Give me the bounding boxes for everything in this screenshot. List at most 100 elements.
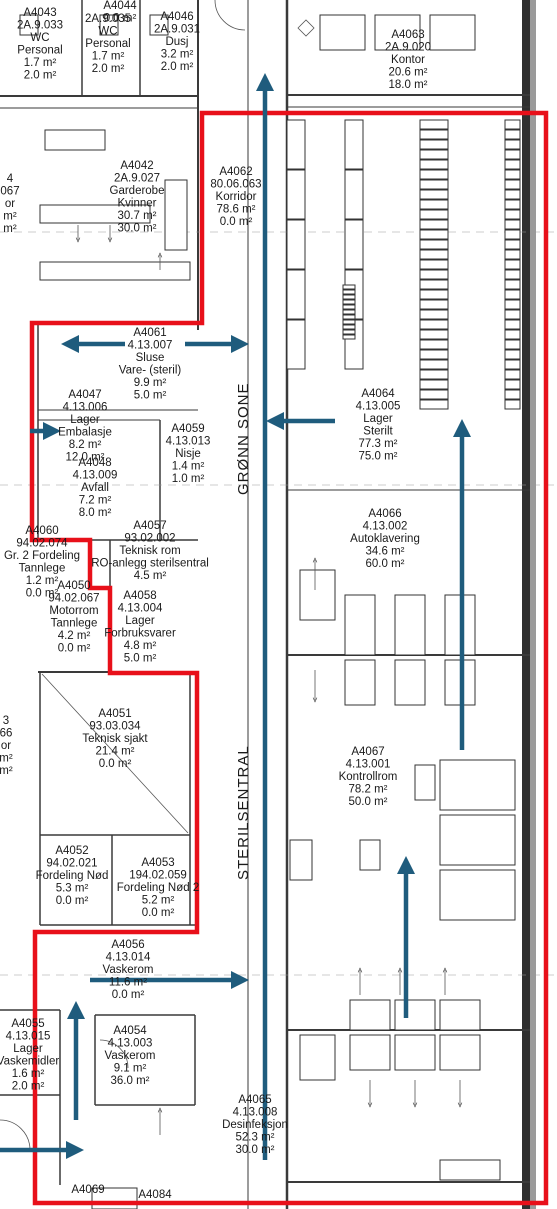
zone-label-sterile: STERILSENTRAL: [235, 745, 252, 880]
shelf-unit: [342, 334, 356, 340]
room-label-line: 1.7 m²: [24, 57, 57, 69]
room-label-line: Embalasje: [58, 427, 112, 439]
shelf-unit: [286, 269, 306, 320]
shelf-unit: [504, 219, 521, 230]
shelf-unit: [419, 199, 449, 210]
room-label-line: 36.0 m²: [111, 1075, 150, 1087]
room-label-line: 4.13.014: [106, 952, 151, 964]
room-label-line: A4055: [11, 1018, 44, 1030]
room-label-line: Teknisk rom: [119, 545, 180, 557]
room-label-line: A4058: [123, 590, 156, 602]
room-label-line: 4: [7, 173, 14, 185]
room-label-line: 93.03.034: [89, 721, 141, 733]
room-label-line: 30.0 m²: [236, 1144, 275, 1156]
room-label-line: Lager: [125, 615, 155, 627]
room-label-line: 3: [3, 715, 9, 727]
room-label-line: A4043: [23, 7, 56, 19]
shelf-unit: [504, 149, 521, 160]
room-label-line: m²: [3, 223, 17, 235]
shelf-unit: [344, 119, 364, 170]
shelf-unit: [504, 379, 521, 390]
shelf-unit: [342, 314, 356, 320]
room-label-line: or: [1, 740, 11, 752]
room-label-line: Kvinner: [118, 198, 157, 210]
room-label-line: A4046: [160, 11, 193, 23]
room-label-line: Lager: [70, 414, 100, 426]
shelf-unit: [419, 189, 449, 200]
shelf-unit: [419, 139, 449, 150]
shelf-unit: [504, 249, 521, 260]
shelf-unit: [504, 319, 521, 330]
room-label-line: A4062: [219, 166, 252, 178]
boundary-sterile-zone: [29, 110, 549, 1206]
room-label-line: 4.13.004: [118, 603, 163, 615]
room-label-line: A4044: [103, 0, 137, 12]
room-label-line: A4052: [55, 845, 88, 857]
shelf-unit: [419, 349, 449, 360]
room-label-line: 2A.9.033: [17, 20, 63, 32]
room-label-line: 80.06.063: [210, 179, 261, 191]
shelf-unit: [504, 189, 521, 200]
room-label-line: A4048: [78, 457, 111, 469]
room-label-line: 21.4 m²: [96, 746, 135, 758]
shelf-unit: [419, 229, 449, 240]
room-label-line: 12.0 m²: [66, 452, 105, 464]
shelf-unit: [504, 169, 521, 180]
shelf-unit: [286, 219, 306, 270]
shelf-unit: [342, 324, 356, 330]
shelf-unit: [504, 369, 521, 380]
shelf-unit: [504, 129, 521, 140]
shelf-unit: [419, 259, 449, 270]
room-label-line: A4053: [141, 857, 174, 869]
shelf-unit: [419, 329, 449, 340]
shelf-unit: [504, 339, 521, 350]
shelf-unit: [419, 149, 449, 160]
room-label-line: Korridor: [216, 191, 257, 203]
shelf-unit: [419, 119, 449, 130]
room-label-line: Vaskerom: [103, 964, 154, 976]
shelf-unit: [419, 219, 449, 230]
shelf-unit: [419, 269, 449, 280]
room-label-line: Teknisk sjakt: [82, 733, 148, 745]
room-label-line: 75.0 m²: [359, 451, 398, 463]
room-label-line: 94.02.021: [46, 858, 97, 870]
shelf-unit: [342, 319, 356, 325]
room-label-line: 0.0 m²: [58, 643, 91, 655]
shelf-unit: [504, 329, 521, 340]
room-label-line: 2A.9.031: [154, 24, 200, 36]
shelf-unit: [504, 119, 521, 130]
room-label-line: 0.0 m²: [112, 989, 145, 1001]
shelf-unit: [342, 299, 356, 305]
room-label-line: 93.02.002: [124, 533, 175, 545]
zone-label-green: GRØNN SONE: [235, 382, 252, 495]
room-label-line: Kontrollrom: [339, 771, 398, 783]
room-label-a4069: A4069: [71, 1184, 104, 1196]
room-label-line: 66: [0, 728, 12, 740]
room-label-line: Fordeling Nød: [36, 870, 109, 882]
shelf-unit: [419, 399, 449, 410]
flow-arrows: [0, 73, 471, 1160]
shelf-unit: [504, 259, 521, 270]
shelf-unit: [504, 269, 521, 280]
room-label-line: 50.0 m²: [349, 796, 388, 808]
room-label-line: 18.0 m²: [389, 79, 428, 91]
room-label-line: 1.7 m²: [92, 51, 125, 63]
room-label-line: m²: [0, 753, 13, 765]
shelf-unit: [286, 169, 306, 220]
shelf-unit: [419, 169, 449, 180]
room-label-line: 2.0 m²: [12, 1081, 45, 1093]
room-label-a4084: A4084: [138, 1189, 172, 1201]
room-label-line: 5.0 m²: [134, 390, 167, 402]
room-label-line: 4.13.002: [363, 521, 408, 533]
room-label-line: Fordeling Nød 2: [117, 882, 199, 894]
room-label-line: 4.13.003: [108, 1038, 153, 1050]
